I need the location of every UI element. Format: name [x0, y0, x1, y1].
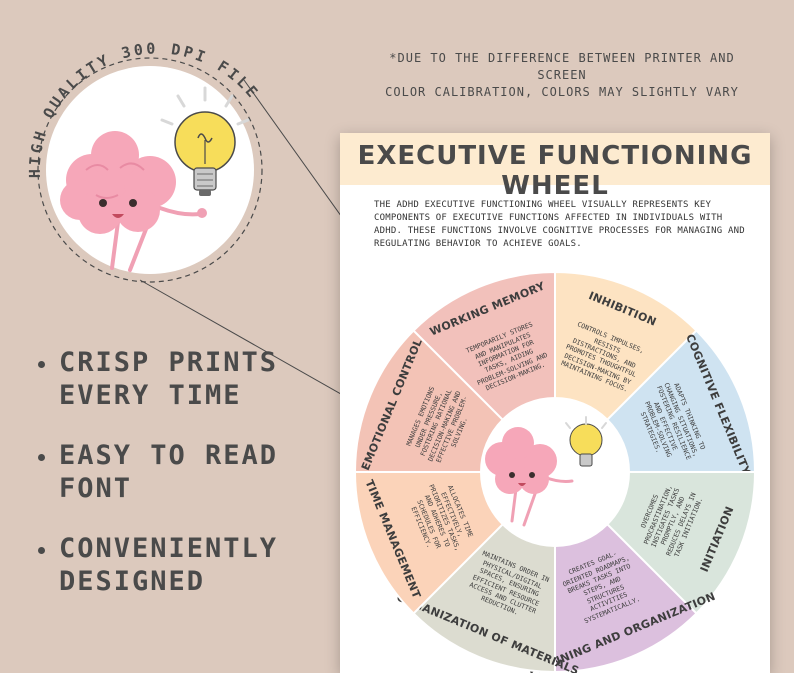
brain-mascot-large	[60, 131, 207, 272]
bullet-dot-icon	[38, 547, 45, 554]
feature-list: CRISP PRINTS EVERY TIME EASY TO READ FON…	[38, 346, 338, 625]
bullet-dot-icon	[38, 361, 45, 368]
brain-mascot-small	[485, 427, 574, 527]
feature-text: EASY TO READ FONT	[59, 440, 279, 504]
poster-card: EXECUTIVE FUNCTIONING WHEEL THE ADHD EXE…	[340, 133, 770, 673]
feature-text: CRISP PRINTS EVERY TIME	[59, 347, 279, 411]
bullet-dot-icon	[38, 454, 45, 461]
lightbulb-icon-small	[565, 416, 607, 467]
feature-text: CONVENIENTLY DESIGNED	[59, 533, 279, 597]
dashed-ring	[37, 57, 263, 283]
disclaimer-note: *DUE TO THE DIFFERENCE BETWEEN PRINTER A…	[362, 50, 762, 101]
poster-title: EXECUTIVE FUNCTIONING WHEEL	[357, 141, 753, 201]
poster-description: THE ADHD EXECUTIVE FUNCTIONING WHEEL VIS…	[374, 200, 745, 249]
disclaimer-line-2: COLOR CALIBRATION, COLORS MAY SLIGHTLY V…	[385, 85, 739, 99]
feature-item: CRISP PRINTS EVERY TIME	[38, 346, 338, 412]
poster-header	[340, 133, 770, 185]
lightbulb-icon	[160, 86, 250, 196]
feature-item: EASY TO READ FONT	[38, 439, 338, 505]
feature-item: CONVENIENTLY DESIGNED	[38, 532, 338, 598]
disclaimer-line-1: *DUE TO THE DIFFERENCE BETWEEN PRINTER A…	[389, 51, 735, 82]
